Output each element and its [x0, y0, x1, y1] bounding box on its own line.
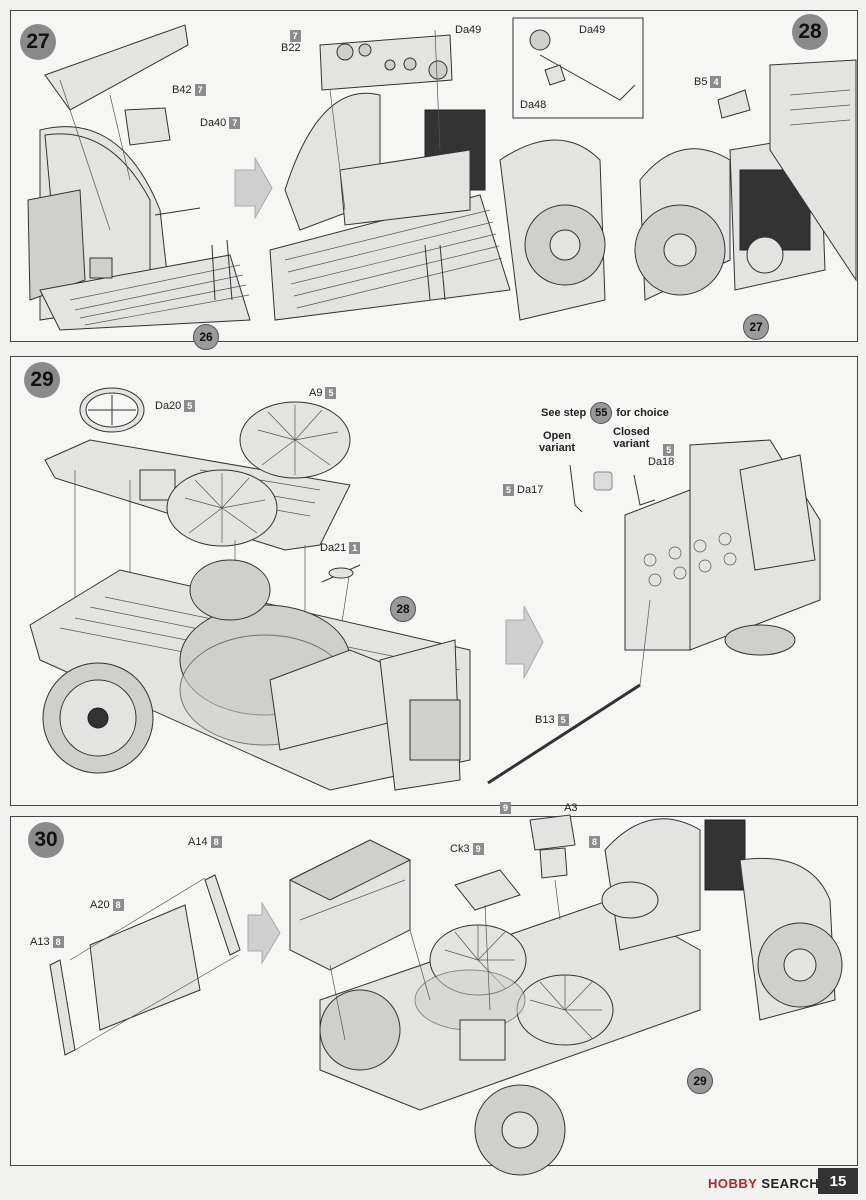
label-a3-num-right: 8: [589, 836, 601, 849]
see-step-note: See step 55 for choice: [541, 402, 669, 424]
label-a13-num: 8: [52, 936, 64, 949]
label-a20-num: 8: [112, 899, 124, 912]
open-variant-line2: variant: [539, 442, 576, 454]
label-a14-name: A14: [188, 836, 208, 848]
ref-26-badge: 26: [193, 324, 219, 350]
open-variant-label: Open variant: [539, 430, 575, 454]
label-b13-name: B13: [535, 714, 555, 726]
label-da17-num: 5: [503, 484, 515, 497]
label-a3-num-top: 9: [500, 802, 512, 815]
page-number: 15: [818, 1168, 858, 1194]
label-da21-num: 1: [349, 542, 361, 555]
label-b42-num: 7: [194, 84, 206, 97]
label-da20-num: 5: [184, 400, 196, 413]
label-da49-inset: Da49: [579, 24, 606, 36]
label-da18: 5 Da18: [648, 444, 675, 469]
hobby-search-watermark: HOBBY SEARCH: [708, 1176, 819, 1191]
closed-variant-label: Closed variant: [613, 426, 650, 450]
label-b22-name: B22: [281, 42, 301, 55]
step-28-badge: 28: [792, 14, 828, 50]
label-ck3-num: 9: [472, 843, 484, 856]
label-a9-num: 5: [325, 387, 337, 400]
label-ck3-name: Ck3: [450, 843, 470, 855]
label-b22: 7 B22: [281, 30, 301, 54]
label-da49-main: Da49: [455, 24, 482, 36]
label-b13-num: 5: [557, 714, 569, 727]
closed-variant-line1: Closed: [613, 426, 650, 438]
label-da21-name: Da21: [320, 542, 347, 554]
step-29-badge: 29: [24, 362, 60, 398]
label-da40-num: 7: [229, 117, 241, 130]
label-b5-name: B5: [694, 76, 708, 88]
label-b22-num: 7: [289, 30, 301, 43]
step-30-badge: 30: [28, 822, 64, 858]
see-step-prefix: See step: [541, 407, 587, 419]
ref-28-badge: 28: [390, 596, 416, 622]
label-a3: 9 A3: [500, 802, 578, 815]
label-da20-name: Da20: [155, 400, 182, 412]
watermark-red: HOBBY: [708, 1176, 758, 1191]
label-b5-num: 4: [710, 76, 722, 89]
label-da18-num: 5: [663, 444, 675, 457]
label-a9-name: A9: [309, 387, 323, 399]
watermark-rest: SEARCH: [757, 1176, 820, 1191]
see-step-suffix: for choice: [616, 407, 669, 419]
label-da40-name: Da40: [200, 117, 227, 129]
label-b42-name: B42: [172, 84, 192, 96]
label-da48: Da48: [520, 99, 547, 111]
closed-variant-line2: variant: [613, 438, 650, 450]
label-a13-name: A13: [30, 936, 50, 948]
label-da17-name: Da17: [517, 484, 544, 496]
label-a14-num: 8: [210, 836, 222, 849]
ref-29-badge: 29: [687, 1068, 713, 1094]
label-a3-side: 8: [586, 836, 601, 849]
label-da18-name: Da18: [648, 456, 675, 469]
ref-55-badge: 55: [590, 402, 613, 424]
ref-27-badge: 27: [743, 314, 769, 340]
label-a3-name: A3: [564, 802, 578, 814]
open-variant-line1: Open: [542, 430, 572, 442]
step-27-badge: 27: [20, 24, 56, 60]
label-a20-name: A20: [90, 899, 110, 911]
